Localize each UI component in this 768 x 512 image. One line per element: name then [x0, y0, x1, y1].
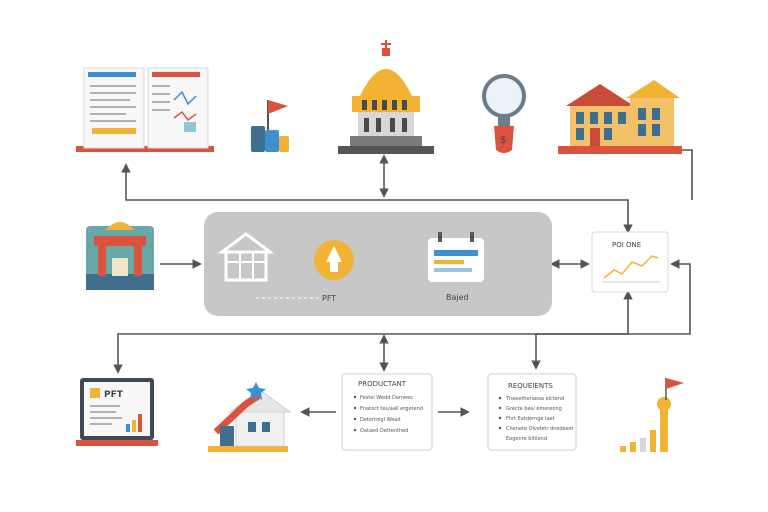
products-list: Festel Wedd Darnees Fnatoct tes/aall erg… [353, 395, 423, 434]
arrow-chart-left-loop [113, 290, 633, 374]
chart-card-title: POI ONE [612, 241, 641, 249]
connectors [113, 149, 693, 417]
products-item: Fnatoct tes/aall ergetend [360, 406, 423, 412]
arrow-top-loop [121, 163, 633, 234]
magnifier-icon: $ [482, 74, 526, 153]
requirements-list: Theeetheraeoa elctend Grecte bes/ emereo… [498, 396, 573, 442]
hub-label-right: Bajed [446, 293, 469, 302]
building-icon [217, 232, 275, 282]
line-chart-icon: POI ONE [591, 231, 669, 293]
house-icon [558, 80, 682, 154]
requirements-card: REQUEIENTS Theeetheraeoa elctend Grecte … [487, 373, 577, 451]
requirements-card-title: REQUEIENTS [508, 382, 553, 390]
svg-text:$: $ [500, 135, 506, 146]
products-item: Detertoigl Wead [360, 417, 401, 423]
requirements-item: Grecte bes/ emereong [506, 406, 562, 412]
calendar-icon [428, 232, 484, 282]
laptop-icon: PFT [76, 378, 158, 446]
products-card-title: PRODUCTANT [358, 380, 407, 388]
products-card: PRODUCTANT Festel Wedd Darnees Fnatoct t… [341, 373, 433, 451]
rocket-icon [314, 240, 354, 280]
book-icon [76, 67, 214, 152]
home-renovation-icon [208, 382, 292, 452]
hub-label-left: PFT [322, 294, 336, 303]
hub-panel: PFT Bajed [204, 212, 552, 316]
flag-icon [251, 100, 289, 152]
capitol-icon [338, 40, 434, 154]
laptop-label: PFT [104, 390, 124, 400]
growth-chart-icon [620, 378, 684, 452]
requirements-item: Eegenre bitilend [506, 436, 547, 442]
products-item: Oataed Dettenthed [360, 428, 408, 434]
gazebo-icon [86, 222, 154, 290]
arrow-house-to-loop [682, 149, 693, 200]
requirements-item: Theeetheraeoa elctend [505, 396, 564, 402]
requirements-item: Fhrt Eatdernge laet [506, 416, 555, 422]
products-item: Festel Wedd Darnees [360, 395, 413, 401]
requirements-item: Chenete Olveletr dnedeest [506, 426, 573, 432]
